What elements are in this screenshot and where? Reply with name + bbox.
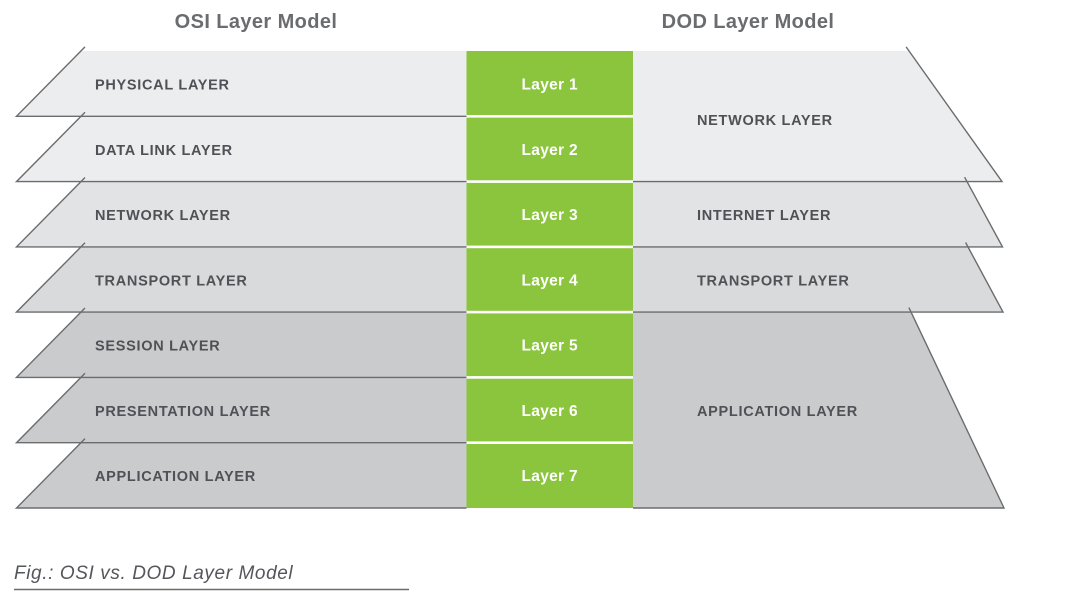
dod-sheet-edge-2 xyxy=(633,176,1004,248)
osi-physical-label: PHYSICAL LAYER xyxy=(95,78,230,94)
layer-7-badge xyxy=(466,444,633,508)
osi-network-label: NETWORK LAYER xyxy=(95,208,231,224)
dod-transport-label: TRANSPORT LAYER xyxy=(697,273,850,289)
osi-sheet-edge-5 xyxy=(14,307,467,379)
osi-layer-labels: PHYSICAL LAYER DATA LINK LAYER NETWORK L… xyxy=(95,78,271,486)
layer-6-label: Layer 6 xyxy=(522,403,578,420)
dod-sheet-application xyxy=(633,312,1004,508)
osi-sheet-edge-7 xyxy=(14,438,467,509)
osi-datalink-label: DATA LINK LAYER xyxy=(95,143,233,159)
figure-caption: Fig.: OSI vs. DOD Layer Model xyxy=(14,563,293,584)
dod-sheet-fills xyxy=(633,51,1004,508)
diagram-titles: OSI Layer Model DOD Layer Model xyxy=(175,11,835,33)
layer-1-label: Layer 1 xyxy=(522,77,578,94)
sheet-outlines xyxy=(14,46,1006,509)
layer-number-labels: Layer 1 Layer 2 Layer 3 Layer 4 Layer 5 … xyxy=(522,77,578,486)
osi-model-title: OSI Layer Model xyxy=(175,11,338,33)
layer-5-label: Layer 5 xyxy=(522,338,578,355)
osi-sheet-application xyxy=(16,442,467,508)
osi-sheet-session xyxy=(16,312,467,378)
osi-session-label: SESSION LAYER xyxy=(95,339,220,355)
osi-sheet-edge-1 xyxy=(14,46,467,117)
caption-text: Fig.: OSI vs. DOD Layer Model xyxy=(14,563,293,584)
osi-sheet-edge-6 xyxy=(14,372,467,444)
dod-model-title: DOD Layer Model xyxy=(662,11,835,33)
osi-sheet-datalink xyxy=(16,116,467,182)
dod-sheet-edge-4 xyxy=(633,307,1006,509)
osi-sheet-physical xyxy=(16,51,467,117)
dod-network-label: NETWORK LAYER xyxy=(697,113,833,129)
dod-sheet-internet xyxy=(633,181,1003,247)
osi-transport-label: TRANSPORT LAYER xyxy=(95,273,248,289)
layer-4-badge xyxy=(466,248,633,311)
dod-sheet-edge-1 xyxy=(633,46,1004,183)
osi-sheet-transport xyxy=(16,246,467,313)
layer-3-label: Layer 3 xyxy=(522,207,578,224)
osi-presentation-label: PRESENTATION LAYER xyxy=(95,404,271,420)
layer-5-badge xyxy=(466,313,633,377)
osi-sheet-edge-4 xyxy=(14,242,467,313)
osi-sheet-fills xyxy=(16,51,467,508)
layer-3-badge xyxy=(466,182,633,246)
layer-2-badge xyxy=(466,117,633,181)
dod-layer-labels: NETWORK LAYER INTERNET LAYER TRANSPORT L… xyxy=(697,113,858,420)
dod-sheet-edge-3 xyxy=(633,242,1005,313)
layer-7-label: Layer 7 xyxy=(522,468,578,485)
osi-sheet-edge-3 xyxy=(14,177,467,248)
osi-sheet-presentation xyxy=(16,377,467,443)
dod-sheet-transport xyxy=(633,246,1003,313)
layer-number-badges xyxy=(466,51,633,508)
dod-internet-label: INTERNET LAYER xyxy=(697,208,831,224)
layer-6-badge xyxy=(466,378,633,442)
layer-4-label: Layer 4 xyxy=(522,272,578,289)
osi-sheet-edge-2 xyxy=(14,111,467,183)
osi-sheet-network xyxy=(16,181,467,247)
dod-sheet-network xyxy=(633,51,1002,182)
layer-2-label: Layer 2 xyxy=(522,142,578,159)
osi-application-label: APPLICATION LAYER xyxy=(95,469,256,485)
layer-1-badge xyxy=(466,51,633,115)
dod-application-label: APPLICATION LAYER xyxy=(697,404,858,420)
